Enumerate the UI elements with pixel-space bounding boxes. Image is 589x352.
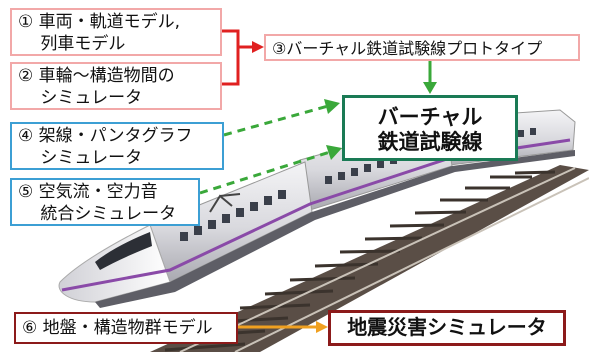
virtual-railway-line2: 鉄道試験線 (377, 130, 483, 154)
box-virtual-railway-test-line: バーチャル 鉄道試験線 (342, 95, 518, 161)
virtual-railway-line1: バーチャル (377, 105, 483, 129)
box-wheel-structure-simulator-line2: シミュレータ (18, 88, 143, 108)
box-wheel-structure-simulator-line1: ② 車輪～構造物間の (18, 66, 175, 86)
box-catenary-pantograph-line2: シミュレータ (18, 148, 143, 168)
box-virtual-railway-prototype: ③バーチャル鉄道試験線プロトタイプ (264, 34, 580, 61)
box-airflow-aeroacoustic-line1: ⑤ 空気流・空力音 (18, 182, 158, 202)
box-ground-structure-model: ⑥ 地盤・構造物群モデル (14, 312, 238, 344)
box-catenary-pantograph-simulator: ④ 架線・パンタグラフ シミュレータ (10, 122, 224, 170)
box-wheel-structure-simulator: ② 車輪～構造物間の シミュレータ (10, 62, 222, 110)
box-earthquake-disaster-simulator: 地震災害シミュレータ (328, 310, 566, 346)
box-airflow-aeroacoustic-simulator: ⑤ 空気流・空力音 統合シミュレータ (10, 178, 200, 226)
connectors (199, 29, 437, 333)
box-vehicle-track-model: ① 車両・軌道モデル, 列車モデル (10, 8, 222, 56)
box-catenary-pantograph-line1: ④ 架線・パンタグラフ (18, 126, 193, 146)
railway-track (150, 165, 589, 352)
box-vehicle-track-model-line2: 列車モデル (18, 34, 126, 54)
box-vehicle-track-model-line1: ① 車両・軌道モデル, (18, 12, 181, 32)
box-airflow-aeroacoustic-line2: 統合シミュレータ (18, 204, 177, 224)
